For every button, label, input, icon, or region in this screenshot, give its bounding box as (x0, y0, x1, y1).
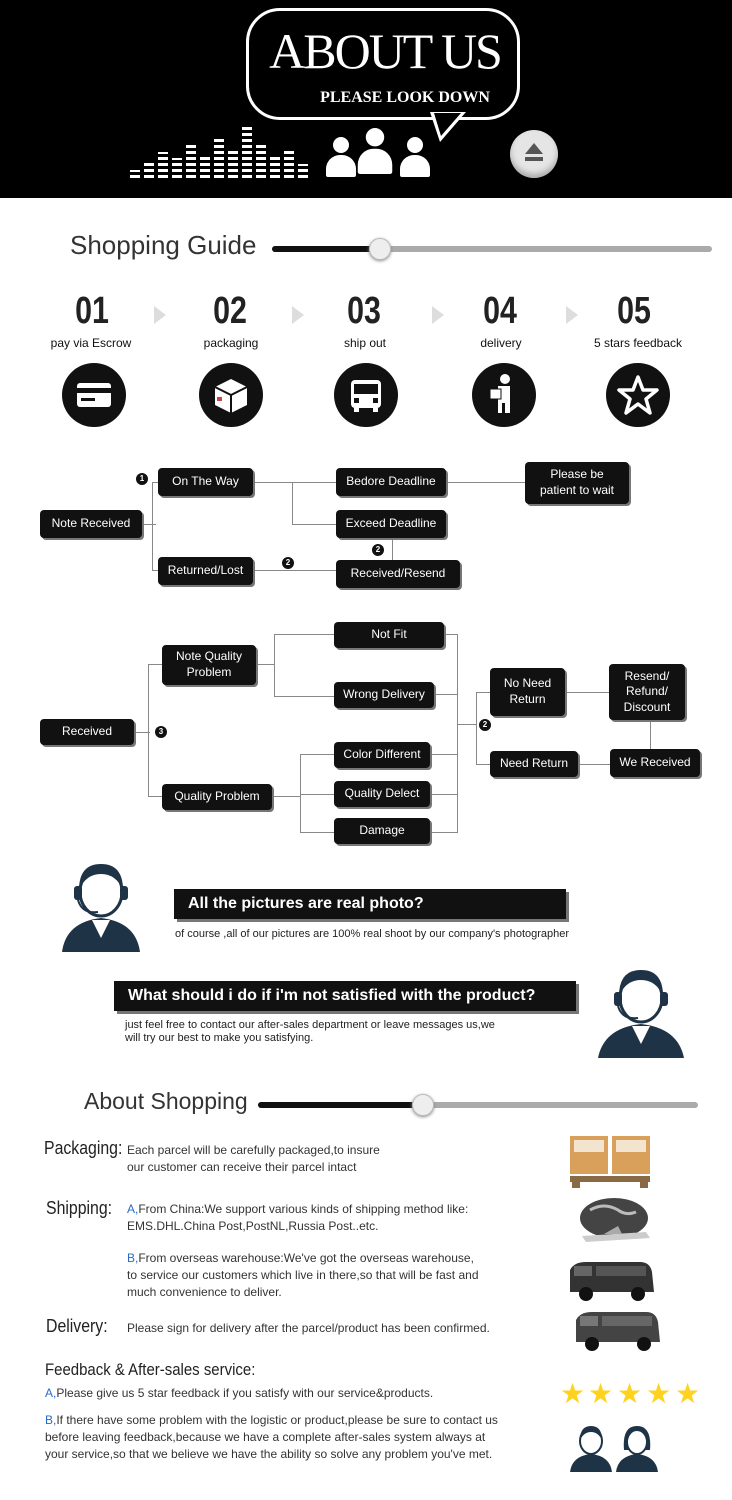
header-banner: ABOUT US PLEASE LOOK DOWN (0, 0, 732, 198)
step-badge: 2 (479, 719, 491, 731)
flow-before-deadline: Bedore Deadline (336, 468, 446, 496)
step-number: 03 (347, 290, 381, 332)
arrow-right-icon (566, 306, 578, 324)
support-agent-icon (598, 966, 684, 1058)
step-label: delivery (480, 336, 522, 350)
shipping-text-b: B,From overseas warehouse:We've got the … (127, 1251, 479, 1299)
section-divider (272, 246, 712, 252)
shipping-label: Shipping: (46, 1198, 113, 1218)
faq-answer-2-line2: will try our best to make you satisfying… (125, 1032, 314, 1044)
step-number: 05 (617, 290, 651, 332)
credit-card-icon (62, 363, 126, 427)
about-us-title: ABOUT US (269, 23, 503, 79)
eject-icon (525, 143, 543, 154)
flow-exceed-deadline: Exceed Deadline (336, 510, 446, 538)
feedback-text-a: A,Please give us 5 star feedback if you … (45, 1386, 434, 1400)
speech-bubble (246, 8, 520, 120)
faq-question-1: All the pictures are real photo? (174, 889, 566, 919)
shopping-guide-title: Shopping Guide (70, 230, 257, 260)
about-shopping-title: About Shopping (84, 1088, 248, 1114)
delivery-man-icon (472, 363, 536, 427)
flow-returned-lost: Returned/Lost (158, 557, 253, 585)
arrow-right-icon (432, 306, 444, 324)
arrow-right-icon (154, 306, 166, 324)
feedback-label: Feedback & After-sales service: (45, 1360, 256, 1379)
faq-answer-2-line1: just feel free to contact our after-sale… (125, 1019, 495, 1031)
airplane-globe-icon (574, 1196, 654, 1257)
step-number: 02 (213, 290, 247, 332)
step-badge: 2 (372, 544, 384, 556)
flow-wrong-delivery: Wrong Delivery (334, 682, 434, 708)
divider-knob (412, 1094, 434, 1116)
van-icon (572, 1308, 664, 1359)
support-agent-icon (568, 1424, 614, 1477)
step-label: pay via Escrow (50, 336, 132, 350)
box-icon (199, 363, 263, 427)
packaging-text: Each parcel will be carefully packaged,t… (127, 1143, 380, 1174)
packaging-label: Packaging: (44, 1138, 123, 1158)
step-label: packaging (203, 336, 259, 350)
support-agent-female-icon (614, 1424, 660, 1477)
flow-received: Received (40, 719, 134, 745)
flow-damage: Damage (334, 818, 430, 844)
support-agent-icon (58, 860, 144, 952)
delivery-label: Delivery: (46, 1316, 108, 1336)
flow-note-quality-problem: Note Quality Problem (162, 645, 256, 685)
step-number: 04 (483, 290, 517, 332)
flow-received-resend: Received/Resend (336, 560, 460, 588)
feedback-text-b: B,If there have some problem with the lo… (45, 1413, 498, 1461)
package-boxes-icon (570, 1134, 652, 1195)
flow-color-different: Color Different (334, 742, 430, 768)
about-us-subtitle: PLEASE LOOK DOWN (320, 89, 490, 106)
divider-knob (369, 238, 391, 260)
step-badge: 2 (282, 557, 294, 569)
flow-resend-refund: Resend/ Refund/ Discount (609, 664, 685, 720)
flow-note-received: Note Received (40, 510, 142, 538)
flow-on-the-way: On The Way (158, 468, 253, 496)
shipping-text-a: A,From China:We support various kinds of… (127, 1202, 469, 1233)
section-divider (258, 1102, 698, 1108)
delivery-text: Please sign for delivery after the parce… (127, 1321, 490, 1335)
flow-not-fit: Not Fit (334, 622, 444, 648)
person-icon (357, 128, 393, 174)
flow-quality-problem: Quality Problem (162, 784, 272, 810)
step-label: 5 stars feedback (593, 336, 683, 350)
step-badge: 1 (136, 473, 148, 485)
star-icon: ★ (588, 1378, 614, 1409)
person-icon (326, 137, 356, 177)
flow-please-wait: Please be patient to wait (525, 462, 629, 504)
faq-answer-1: of course ,all of our pictures are 100% … (175, 928, 570, 940)
star-icon: ★ (675, 1378, 701, 1409)
arrow-right-icon (292, 306, 304, 324)
flow-need-return: Need Return (490, 751, 578, 777)
person-icon (400, 137, 430, 177)
scroll-top-button[interactable] (510, 130, 558, 178)
step-badge: 3 (155, 726, 167, 738)
van-icon (566, 1258, 658, 1309)
star-icon: ★ (560, 1378, 586, 1409)
bus-icon (334, 363, 398, 427)
star-icon (606, 363, 670, 427)
equalizer-icon (130, 120, 320, 178)
step-number: 01 (75, 290, 109, 332)
flow-no-need-return: No Need Return (490, 668, 565, 716)
flow-we-received: We Received (610, 749, 700, 777)
flow-quality-defect: Quality Delect (334, 781, 430, 807)
faq-question-2: What should i do if i'm not satisfied wi… (114, 981, 576, 1011)
step-label: ship out (343, 336, 387, 350)
star-icon: ★ (646, 1378, 672, 1409)
star-icon: ★ (617, 1378, 643, 1409)
